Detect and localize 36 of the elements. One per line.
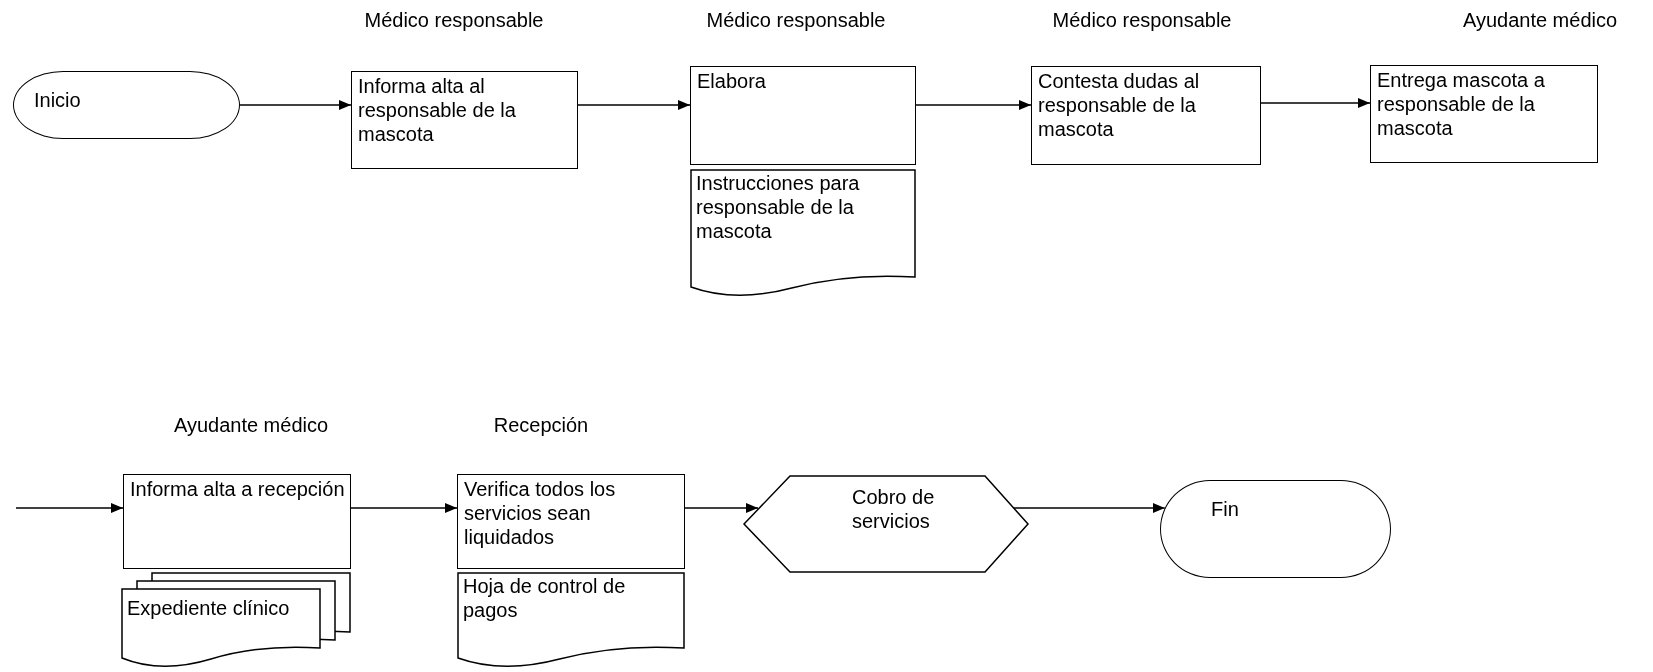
role-label: Médico responsable [706,8,886,32]
document-shape [690,169,916,299]
process-box [690,66,916,165]
role-label: Ayudante médico [1462,8,1618,32]
role-label: Médico responsable [1052,8,1232,32]
process-box [457,474,685,569]
arrow [1013,503,1166,513]
process-box [1031,66,1261,165]
step-text: Cobro de servicios [852,485,936,533]
process-box [351,71,578,169]
role-label: Recepción [493,413,589,437]
step-text: Hoja de control de pagos [463,574,627,622]
step-text: Contesta dudas al responsable de la mascota [1038,69,1201,141]
arrow [577,100,691,110]
step-text: Informa alta a recepción [130,477,346,501]
step-text: Entrega mascota a responsable de la mascota [1377,68,1546,140]
role-label: Médico responsable [364,8,544,32]
preparation-hexagon [743,475,1029,573]
step-text: Expediente clínico [127,596,291,620]
document-shape [457,572,685,670]
arrow [239,100,352,110]
step-text: Verifica todos los servicios sean liquidados [464,477,617,549]
arrow [915,100,1032,110]
step-text: Fin [1211,497,1240,521]
step-text: Inicio [34,88,82,112]
arrow [350,503,458,513]
arrow [15,503,124,513]
role-label: Ayudante médico [173,413,329,437]
step-text: Instrucciones para responsable de la mascota [696,171,861,243]
process-box [123,474,351,569]
multi-document-shape [121,572,351,670]
arrow [684,503,759,513]
arrow [1260,98,1371,108]
step-text: Elabora [697,69,767,93]
process-box [1370,65,1598,163]
step-text: Informa alta al responsable de la mascota [358,74,517,146]
